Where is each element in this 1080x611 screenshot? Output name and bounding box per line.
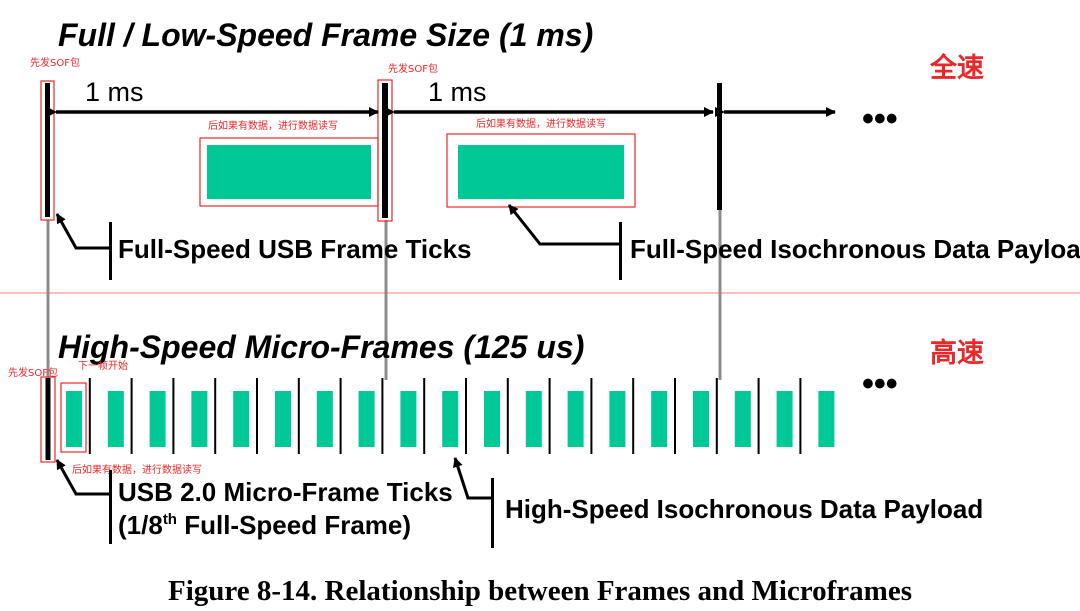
- full-speed-title: Full / Low-Speed Frame Size (1 ms): [58, 17, 593, 53]
- microframe-tick: [506, 378, 509, 454]
- fs-payload-label: Full-Speed Isochronous Data Payload: [630, 234, 1080, 264]
- hs-payload-block: [149, 391, 166, 447]
- hs-ticks-label-line2-pre: (1/8: [118, 510, 163, 540]
- microframe-tick: [172, 378, 175, 454]
- hs-payload-block: [734, 391, 751, 447]
- hs-ticks-label-line1: USB 2.0 Micro-Frame Ticks: [118, 477, 453, 507]
- hs-ticks-callout-line: [55, 459, 110, 496]
- hs-sof-note: 先发SOF包: [8, 366, 58, 379]
- hs-payload-block: [66, 391, 82, 447]
- frame-tick-2: [382, 83, 388, 218]
- payload-highlight-1: [199, 137, 379, 207]
- hs-payload-blocks-group: [66, 391, 835, 447]
- microframe-tick: [757, 378, 760, 454]
- microframe-tick: [715, 378, 718, 454]
- fs-payload-callout-bar: [619, 222, 622, 280]
- hs-payload-block: [484, 391, 500, 447]
- frame-tick-1: [45, 83, 50, 217]
- microframe-tick: [548, 378, 551, 454]
- fs-payload-block-2: [458, 145, 624, 199]
- hs-payload-block: [609, 391, 626, 447]
- payload-highlight-2: [446, 133, 636, 208]
- hs-payload-block: [651, 391, 668, 447]
- hs-ticks-label-line2-post: Full-Speed Frame): [177, 510, 411, 540]
- sof-note-2: 先发SOF包: [388, 62, 438, 75]
- frame-tick-3: [717, 83, 722, 210]
- hs-payload-block: [107, 391, 124, 447]
- fs-ticks-callout-bar: [109, 222, 112, 280]
- hs-payload-label: High-Speed Isochronous Data Payload: [505, 494, 983, 524]
- hs-payload-block: [442, 391, 459, 447]
- microframe-tick: [297, 378, 300, 454]
- sof-note-1: 先发SOF包: [30, 56, 80, 69]
- full-speed-tag: 全速: [929, 52, 984, 84]
- fs-payload-block-1: [207, 145, 371, 199]
- microframe-ticks-group: [45, 378, 802, 460]
- figure-caption: Figure 8-14. Relationship between Frames…: [168, 575, 912, 607]
- hs-payload-callout-line: [453, 457, 492, 500]
- hs-payload-block: [400, 391, 417, 447]
- hs-payload-block: [693, 391, 709, 447]
- microframe-tick: [465, 378, 467, 454]
- microframe-tick: [590, 378, 593, 454]
- microframe-tick: [256, 378, 258, 454]
- hs-payload-highlight: [60, 382, 87, 453]
- microframe-tick: [381, 378, 384, 454]
- microframe-tick: [423, 378, 426, 454]
- high-speed-ellipsis: •••: [862, 365, 898, 403]
- hs-payload-callout-bar: [491, 478, 494, 548]
- microframe-tick: [339, 378, 342, 454]
- next-frame-note: 下一帧开始: [78, 359, 128, 372]
- hs-ticks-label-line2-sup: th: [163, 511, 177, 528]
- microframe-tick: [130, 378, 133, 454]
- microframe-tick: [674, 378, 676, 454]
- hs-payload-block: [567, 391, 584, 447]
- hs-payload-block: [316, 391, 333, 447]
- hs-ticks-label-line2: (1/8th Full-Speed Frame): [118, 510, 411, 540]
- hs-payload-block: [233, 391, 250, 447]
- microframe-tick: [88, 378, 91, 454]
- fs-ticks-callout-line: [55, 213, 110, 250]
- sof-highlight-1: [40, 80, 55, 221]
- hs-data-note: 后如果有数据，进行数据读写: [72, 463, 202, 476]
- hs-payload-block: [776, 391, 793, 447]
- high-speed-title: High-Speed Micro-Frames (125 us): [58, 329, 584, 365]
- data-note-1: 后如果有数据，进行数据读写: [208, 119, 338, 132]
- hs-sof-highlight: [40, 376, 56, 463]
- ms-label-2: 1 ms: [428, 77, 487, 107]
- hs-ticks-callout-bar: [109, 470, 112, 544]
- hs-payload-block: [191, 391, 208, 447]
- microframe-tick: [45, 378, 51, 460]
- microframe-tick: [632, 378, 635, 454]
- fs-payload-callout-line: [507, 204, 620, 246]
- hs-payload-block: [358, 391, 375, 447]
- fs-ticks-label: Full-Speed USB Frame Ticks: [118, 234, 472, 264]
- microframe-tick: [799, 378, 802, 454]
- hs-payload-block: [818, 391, 835, 447]
- microframe-tick: [214, 378, 217, 454]
- high-speed-tag: 高速: [930, 337, 984, 369]
- full-speed-ellipsis: •••: [862, 100, 898, 138]
- ms-label-1: 1 ms: [85, 77, 144, 107]
- hs-payload-block: [275, 391, 291, 447]
- hs-payload-block: [525, 391, 542, 447]
- data-note-2: 后如果有数据，进行数据读写: [476, 117, 606, 130]
